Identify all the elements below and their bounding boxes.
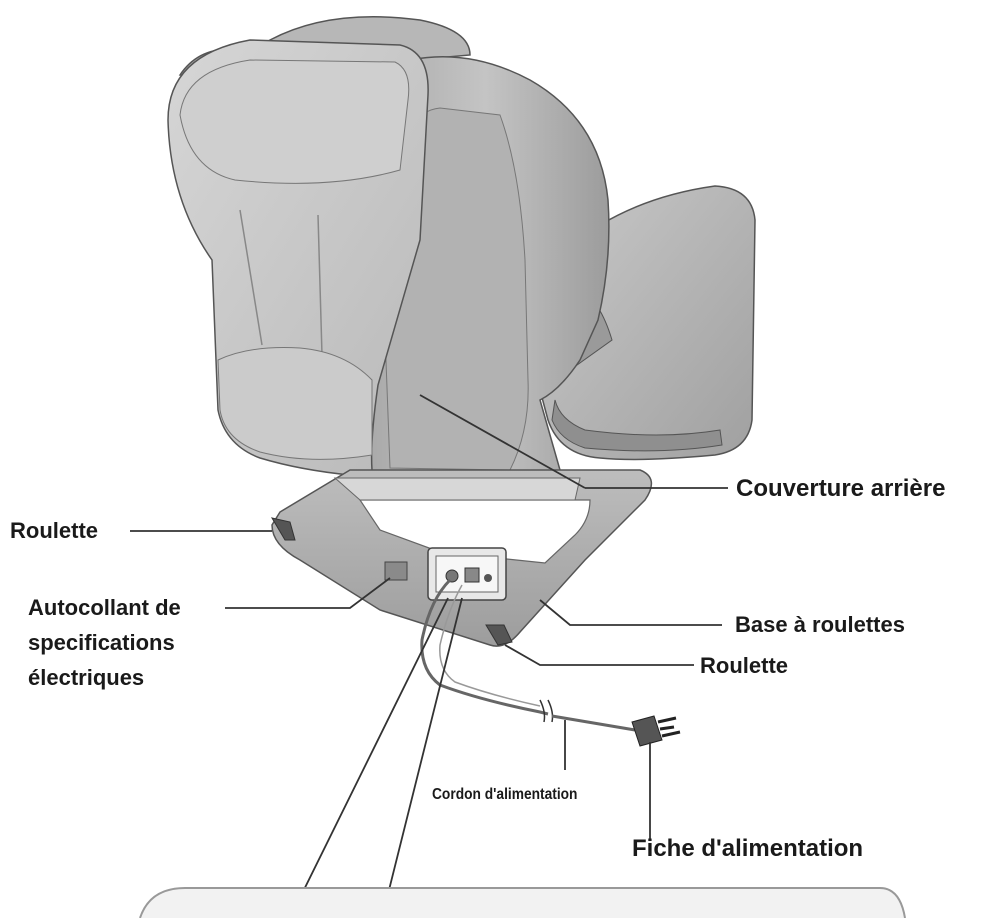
sticker-label-line1: Autocollant de: [28, 595, 181, 620]
power-cord-label: Cordon d'alimentation: [432, 786, 578, 803]
back-cushion: [167, 39, 429, 476]
caster-right-wheel: [485, 624, 513, 646]
caster-right-label: Roulette: [700, 653, 788, 678]
power-plug-icon: [631, 715, 681, 747]
caster-base-label: Base à roulettes: [735, 612, 905, 637]
caster-left-label: Roulette: [10, 518, 98, 543]
sticker-label-line2: specifications: [28, 630, 175, 655]
caster-base-frame: [270, 469, 653, 647]
leader-lines: [130, 394, 728, 918]
spec-sticker: [384, 561, 408, 581]
sticker-label-line3: électriques: [28, 665, 145, 690]
callout-box: [139, 887, 906, 918]
caster-left-wheel: [270, 517, 296, 541]
power-plug-label: Fiche d'alimentation: [632, 835, 864, 862]
back-cover-label: Couverture arrière: [736, 475, 946, 502]
